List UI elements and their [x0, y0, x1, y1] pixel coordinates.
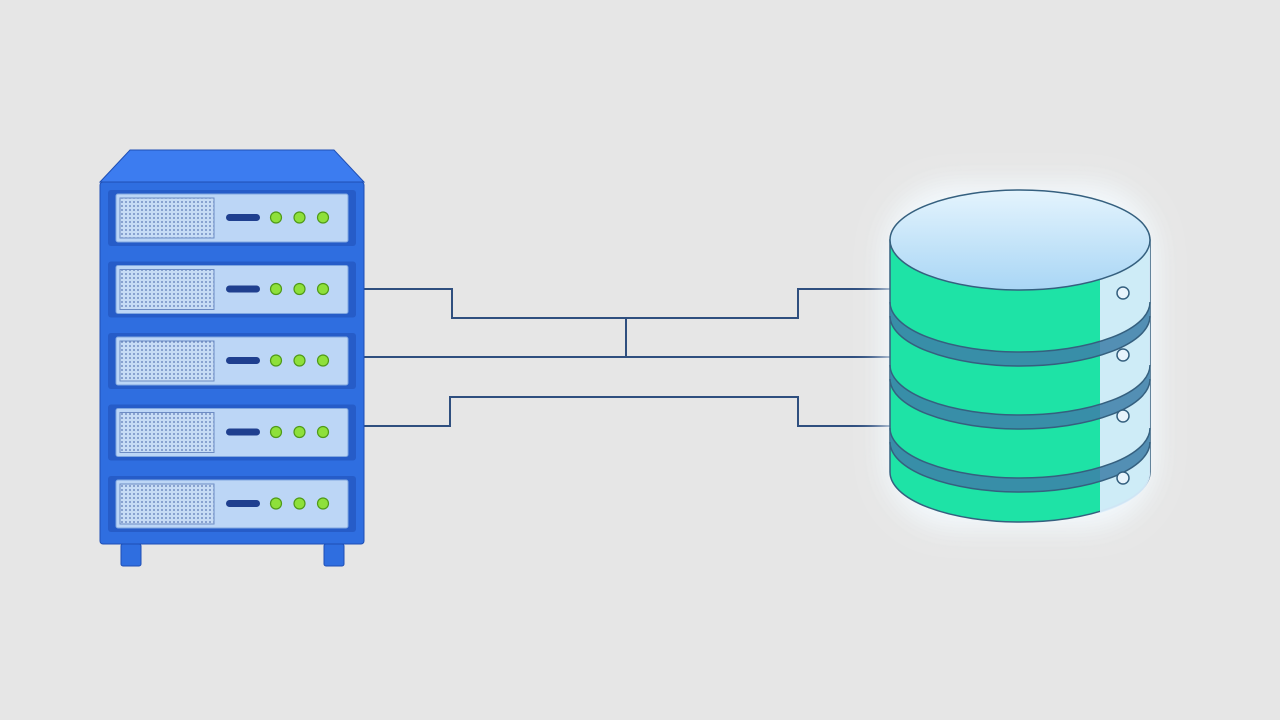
rack-foot-left: [120, 543, 142, 567]
platter-band: [890, 365, 1150, 429]
status-led: [293, 211, 306, 224]
unit-vent-grille: [119, 483, 215, 525]
rack-unit: [108, 333, 356, 389]
unit-drive-slot: [226, 428, 260, 436]
platter-indicator: [1116, 409, 1130, 423]
platter-band-edge: [889, 378, 1151, 430]
platter-indicator: [1116, 286, 1130, 300]
rack-unit: [108, 190, 356, 246]
status-led: [316, 425, 330, 439]
unit-drive-slot: [226, 357, 260, 364]
unit-drive-slot: [226, 285, 260, 293]
rack-foot-right: [323, 543, 345, 567]
platter-band-edge: [889, 301, 1151, 353]
rack-unit: [108, 476, 356, 532]
database-cylinder: [884, 184, 1156, 528]
status-led: [269, 497, 283, 510]
status-led: [293, 497, 306, 510]
platter-indicator: [1116, 348, 1130, 362]
platter-indicator: [1116, 471, 1130, 485]
status-led: [269, 354, 283, 367]
status-led: [316, 282, 330, 296]
cable-3: [364, 396, 892, 427]
platter-band-edge: [889, 315, 1151, 367]
cylinder-highlight-stripe: [1100, 240, 1151, 513]
unit-drive-slot: [226, 500, 260, 507]
rack-top-cap: [98, 149, 366, 183]
unit-vent-grille: [119, 340, 215, 382]
connection-cables: [364, 288, 892, 427]
status-led: [269, 211, 283, 224]
platter-band-edge: [889, 364, 1151, 416]
cylinder-top: [889, 189, 1151, 291]
platter-band: [890, 428, 1150, 492]
rack-unit: [108, 404, 356, 461]
platter-band-edge: [889, 441, 1151, 493]
status-led: [293, 425, 306, 439]
status-led: [316, 497, 330, 510]
unit-vent-grille: [119, 197, 215, 239]
platter-band: [890, 302, 1150, 366]
platter-band-edge: [889, 427, 1151, 479]
status-led: [316, 354, 330, 367]
server-rack: [98, 149, 366, 567]
status-led: [293, 282, 306, 296]
status-led: [316, 211, 330, 224]
database-body: [889, 189, 1151, 523]
cable-1: [364, 288, 892, 319]
unit-vent-grille: [119, 269, 215, 310]
unit-vent-grille: [119, 412, 215, 453]
rack-unit: [108, 261, 356, 318]
status-led: [293, 354, 306, 367]
status-led: [269, 425, 283, 439]
status-led: [269, 282, 283, 296]
unit-drive-slot: [226, 214, 260, 221]
rack-units: [108, 190, 356, 532]
